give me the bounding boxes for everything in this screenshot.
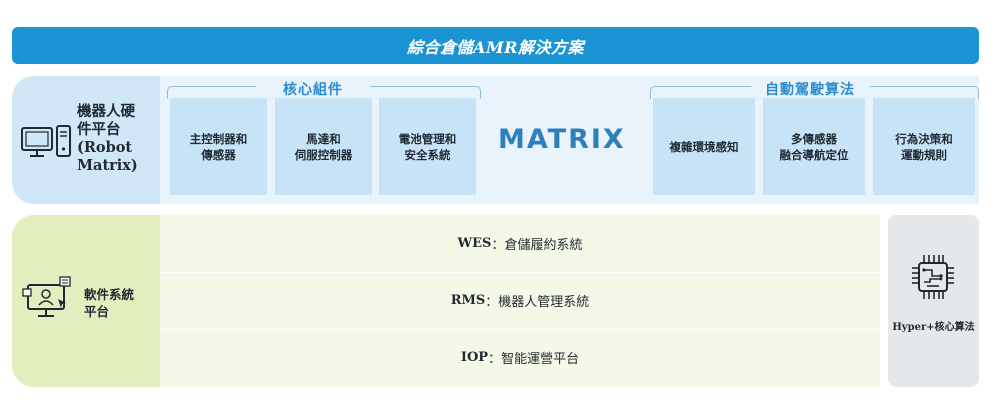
divider bbox=[160, 329, 880, 330]
hyper-algorithm-label: Hyper+核心算法 bbox=[892, 322, 975, 333]
component-text: 安全系統 bbox=[404, 147, 451, 162]
software-abbr: WES bbox=[457, 236, 492, 251]
monitor-user-icon bbox=[22, 276, 71, 317]
software-row-wes: WES：倉儲履約系統 bbox=[160, 215, 880, 272]
component-text: 運動規則 bbox=[901, 147, 947, 162]
software-sep: ： bbox=[485, 295, 499, 310]
software-label-line: 平台 bbox=[84, 304, 110, 319]
hardware-platform-panel bbox=[12, 76, 160, 204]
component-text: 主控制器和 bbox=[189, 131, 248, 146]
component-text: 傳感器 bbox=[201, 147, 236, 162]
hardware-label-line: Matrix) bbox=[77, 157, 138, 174]
software-strip bbox=[160, 215, 880, 387]
component-battery-safety: 電池管理和安全系統 bbox=[379, 98, 476, 195]
auto-group-bracket-left bbox=[650, 86, 751, 99]
solution-banner: 綜合倉儲AMR解決方案 bbox=[12, 27, 979, 64]
component-text: 電池管理和 bbox=[398, 131, 457, 146]
component-perception: 複雜環境感知 bbox=[653, 98, 755, 195]
hardware-label-line: 機器人硬 bbox=[77, 103, 135, 120]
hardware-label-line: (Robot bbox=[77, 139, 133, 156]
component-text: 行為決策和 bbox=[895, 131, 953, 146]
banner-title: 綜合倉儲AMR解決方案 bbox=[407, 37, 584, 57]
component-motor-servo: 馬達和伺服控制器 bbox=[275, 98, 372, 195]
software-platform-label: 軟件系統 平台 bbox=[84, 286, 154, 320]
hardware-label-line: 件平台 bbox=[77, 121, 121, 138]
component-text: 伺服控制器 bbox=[294, 147, 353, 162]
software-row-iop: IOP：智能運營平台 bbox=[160, 329, 880, 386]
software-abbr: IOP bbox=[460, 350, 489, 365]
software-label-line: 軟件系統 bbox=[84, 287, 135, 302]
auto-group-bracket-right bbox=[870, 86, 979, 99]
software-platform-panel bbox=[12, 215, 160, 387]
component-sensor-fusion: 多傳感器融合導航定位 bbox=[763, 98, 865, 195]
component-text: 融合導航定位 bbox=[779, 147, 849, 162]
software-sep: ： bbox=[488, 352, 502, 367]
divider bbox=[160, 272, 880, 273]
software-row-rms: RMS：機器人管理系統 bbox=[160, 272, 880, 329]
matrix-logo-text: MATRIX bbox=[498, 124, 626, 155]
software-desc: 倉儲履約系統 bbox=[504, 238, 583, 253]
component-decision-planning: 行為決策和運動規則 bbox=[873, 98, 975, 195]
auto-group-title: 自動駕駛算法 bbox=[765, 82, 855, 98]
component-text: 複雜環境感知 bbox=[669, 139, 739, 154]
component-text: 多傳感器 bbox=[791, 131, 837, 146]
hardware-platform-label: 機器人硬 件平台 (Robot Matrix) bbox=[77, 103, 157, 175]
software-desc: 智能運營平台 bbox=[501, 352, 580, 367]
hyper-algorithm-panel bbox=[888, 215, 979, 387]
software-desc: 機器人管理系統 bbox=[498, 295, 590, 310]
software-sep: ： bbox=[491, 238, 505, 253]
component-main-controller: 主控制器和傳感器 bbox=[170, 98, 267, 195]
core-group-title: 核心組件 bbox=[283, 82, 343, 98]
chip-icon bbox=[912, 255, 954, 299]
component-text: 馬達和 bbox=[306, 131, 341, 146]
matrix-logo: MATRIX bbox=[498, 124, 638, 158]
software-abbr: RMS bbox=[450, 293, 486, 308]
core-group-bracket-right bbox=[370, 86, 481, 99]
core-group-bracket-left bbox=[167, 86, 256, 99]
computer-icon bbox=[21, 125, 71, 157]
